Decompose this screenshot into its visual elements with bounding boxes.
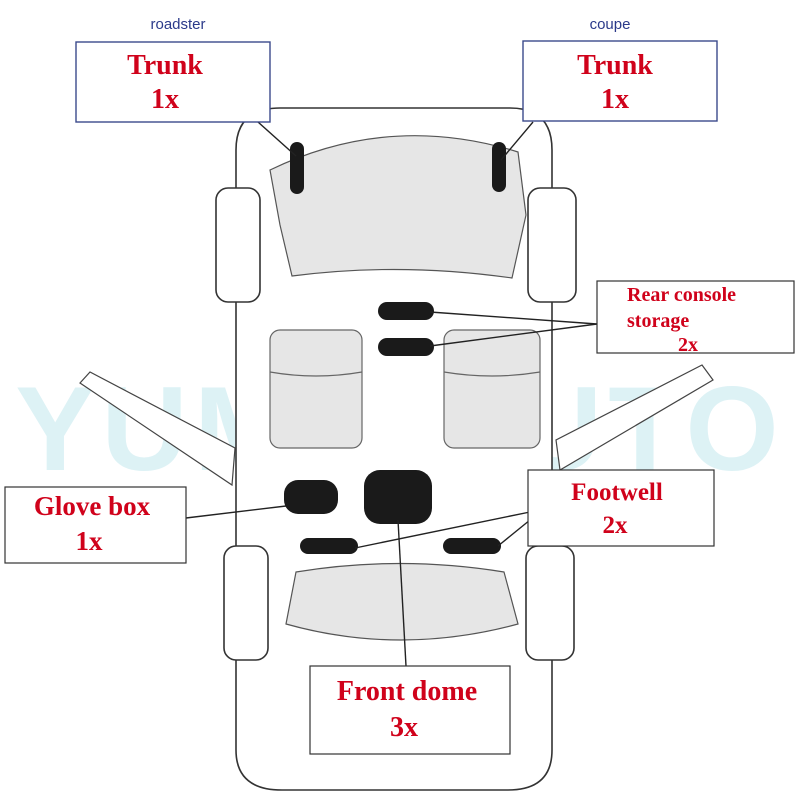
trunk-lamp-left: [290, 142, 304, 194]
callout-footwell: Footwell 2x: [527, 469, 715, 547]
front-dome-lamp: [364, 470, 432, 524]
trunk-roadster-count: 1x: [151, 84, 179, 115]
rear-console-line2: storage: [627, 310, 689, 332]
glove-box-count: 1x: [76, 526, 104, 556]
trunk-coupe-title: Trunk: [577, 50, 653, 81]
lamps: [284, 142, 506, 554]
leader-lines: [185, 121, 598, 667]
rear-console-line1: Rear console: [627, 284, 736, 306]
trunk-coupe-count: 1x: [601, 84, 629, 115]
wheels: [215, 187, 577, 661]
wheel-rear-left: [215, 187, 261, 303]
front-dome-count: 3x: [390, 712, 418, 743]
wheel-front-right: [525, 545, 575, 661]
front-dome-title: Front dome: [337, 676, 477, 707]
callout-front-dome: Front dome 3x: [309, 665, 511, 755]
roadster-label: roadster: [150, 16, 205, 33]
callout-rear-console: Rear console storage 2x: [596, 280, 795, 356]
rear-console-lamp-bottom: [378, 338, 434, 356]
rear-console-count: 2x: [678, 334, 698, 356]
wheel-front-left: [223, 545, 269, 661]
trunk-roadster-title: Trunk: [127, 50, 203, 81]
footwell-lamp-left: [300, 538, 358, 554]
coupe-label: coupe: [590, 16, 631, 33]
rear-seats: [269, 329, 541, 449]
callout-trunk-roadster: Trunk 1x: [75, 41, 271, 123]
glove-box-title: Glove box: [34, 491, 151, 521]
seat-left: [269, 329, 363, 449]
callout-trunk-coupe: Trunk 1x: [522, 40, 718, 122]
rear-window: [269, 135, 527, 279]
rear-console-lamp-top: [378, 302, 434, 320]
door-left: [79, 371, 236, 487]
seat-right: [443, 329, 541, 449]
wheel-rear-right: [527, 187, 577, 303]
callout-glove-box: Glove box 1x: [4, 486, 187, 564]
footwell-lamp-right: [443, 538, 501, 554]
trunk-lamp-right: [492, 142, 506, 192]
footwell-count: 2x: [603, 512, 629, 539]
glove-box-lamp: [284, 480, 338, 514]
footwell-title: Footwell: [571, 479, 663, 506]
